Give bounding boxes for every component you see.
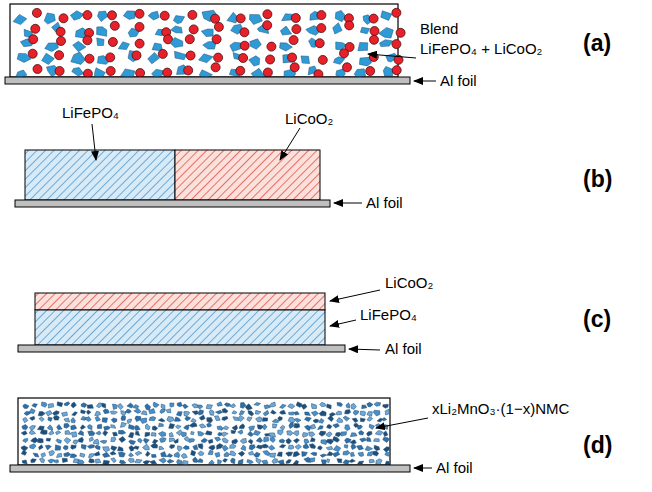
- al-foil: [10, 465, 410, 472]
- composite-layer: [18, 398, 390, 465]
- lco-layer: [35, 293, 325, 310]
- leader-line: [376, 418, 428, 428]
- callout-label: LiCoO₂: [385, 274, 433, 292]
- particles: [21, 402, 390, 466]
- callout-label: LiFePO₄: [62, 104, 119, 122]
- leader-line: [280, 128, 300, 160]
- callout-label: LiCoO₂: [285, 110, 333, 128]
- leader-line: [349, 349, 380, 350]
- panel-tag: (d): [583, 432, 612, 458]
- lfp-layer: [35, 310, 325, 345]
- leader-line: [414, 468, 432, 469]
- panel-tag: (b): [583, 166, 612, 192]
- leader-line: [92, 124, 96, 160]
- panel-tag: (c): [583, 306, 611, 332]
- callout-label: LiFePO₄ + LiCoO₂: [420, 40, 542, 58]
- leader-line: [330, 290, 380, 301]
- al-foil: [5, 77, 410, 84]
- particles: [13, 8, 405, 80]
- callout-label: xLi₂MnO₃·(1−x)NMC: [432, 400, 569, 418]
- al-foil: [15, 200, 330, 207]
- lfp-region: [25, 150, 175, 200]
- callout-label: Al foil: [385, 340, 422, 358]
- callout-label: LiFePO₄: [360, 306, 417, 324]
- blend-layer: [10, 4, 398, 77]
- panel-tag: (a): [583, 30, 611, 56]
- leader-line: [414, 81, 436, 82]
- callout-label: Al foil: [436, 459, 473, 477]
- lco-region: [175, 150, 320, 200]
- callout-label: Blend: [420, 20, 458, 38]
- leader-line: [368, 54, 416, 58]
- leader-line: [334, 203, 362, 204]
- callout-label: Al foil: [440, 72, 477, 90]
- al-foil: [18, 345, 345, 352]
- leader-line: [330, 320, 356, 326]
- callout-label: Al foil: [366, 194, 403, 212]
